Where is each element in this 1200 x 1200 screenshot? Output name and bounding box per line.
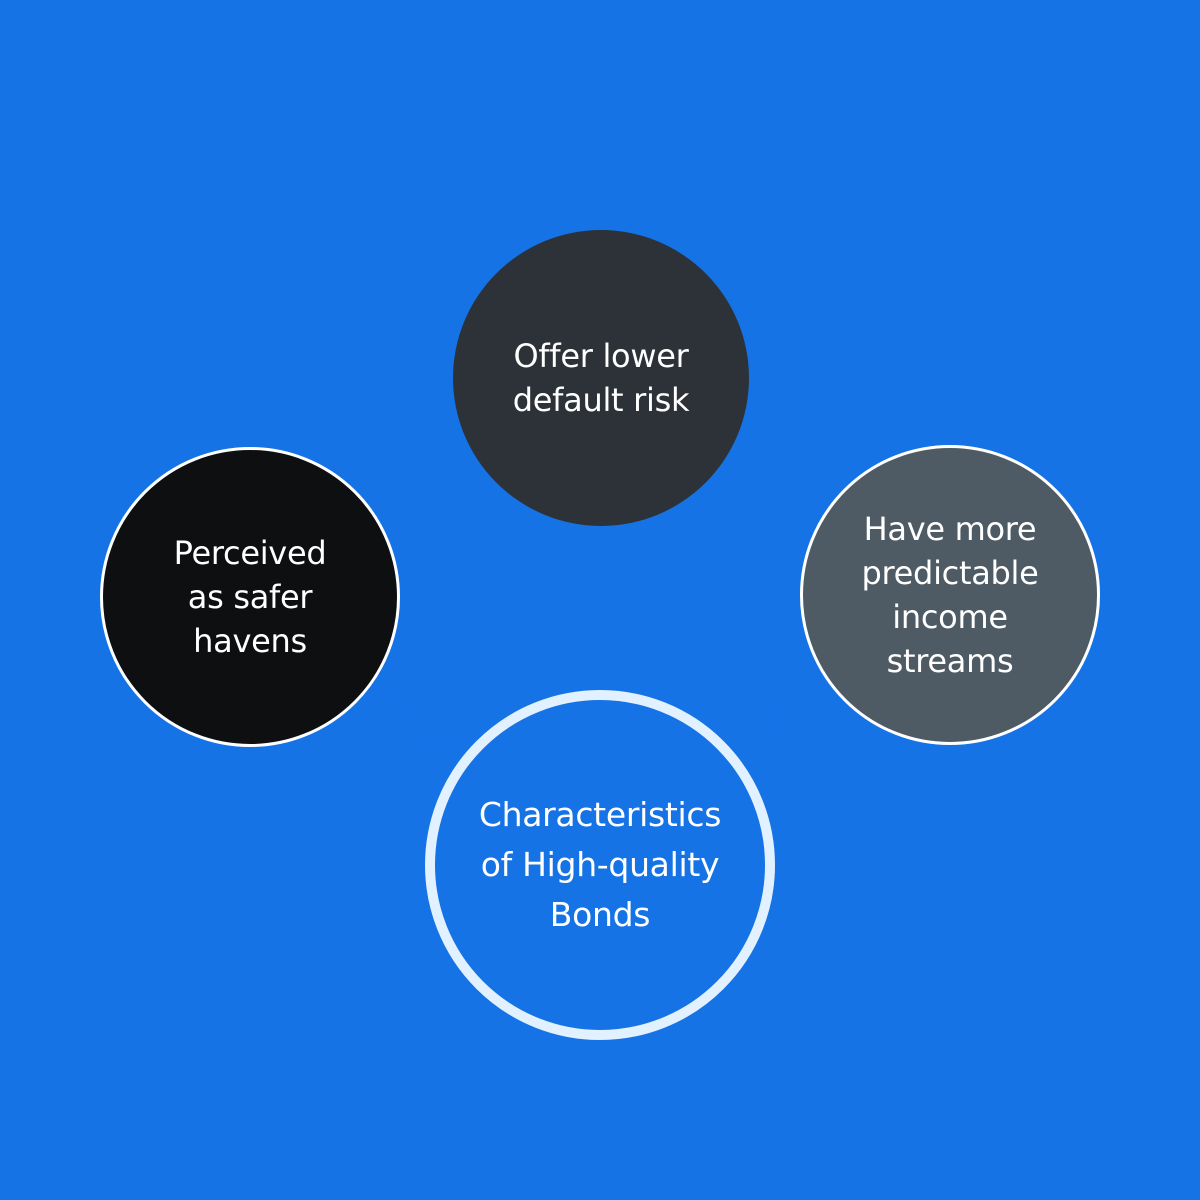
node-offer-lower-default-risk: Offer lower default risk — [453, 230, 749, 526]
arrow-right-to-center — [724, 681, 827, 742]
arrow-left-to-center — [369, 682, 470, 743]
node-label: Have more predictable income streams — [861, 510, 1039, 680]
arrow-top-to-center — [571, 526, 629, 684]
center-node-label: Characteristics of High-quality Bonds — [478, 795, 722, 934]
node-label: Perceived as safer havens — [173, 534, 327, 660]
node-predictable-income-streams: Have more predictable income streams — [800, 445, 1100, 745]
node-label: Offer lower default risk — [512, 337, 690, 419]
node-perceived-as-safer-havens: Perceived as safer havens — [100, 447, 400, 747]
center-node-characteristics: Characteristics of High-quality Bonds — [425, 690, 775, 1040]
